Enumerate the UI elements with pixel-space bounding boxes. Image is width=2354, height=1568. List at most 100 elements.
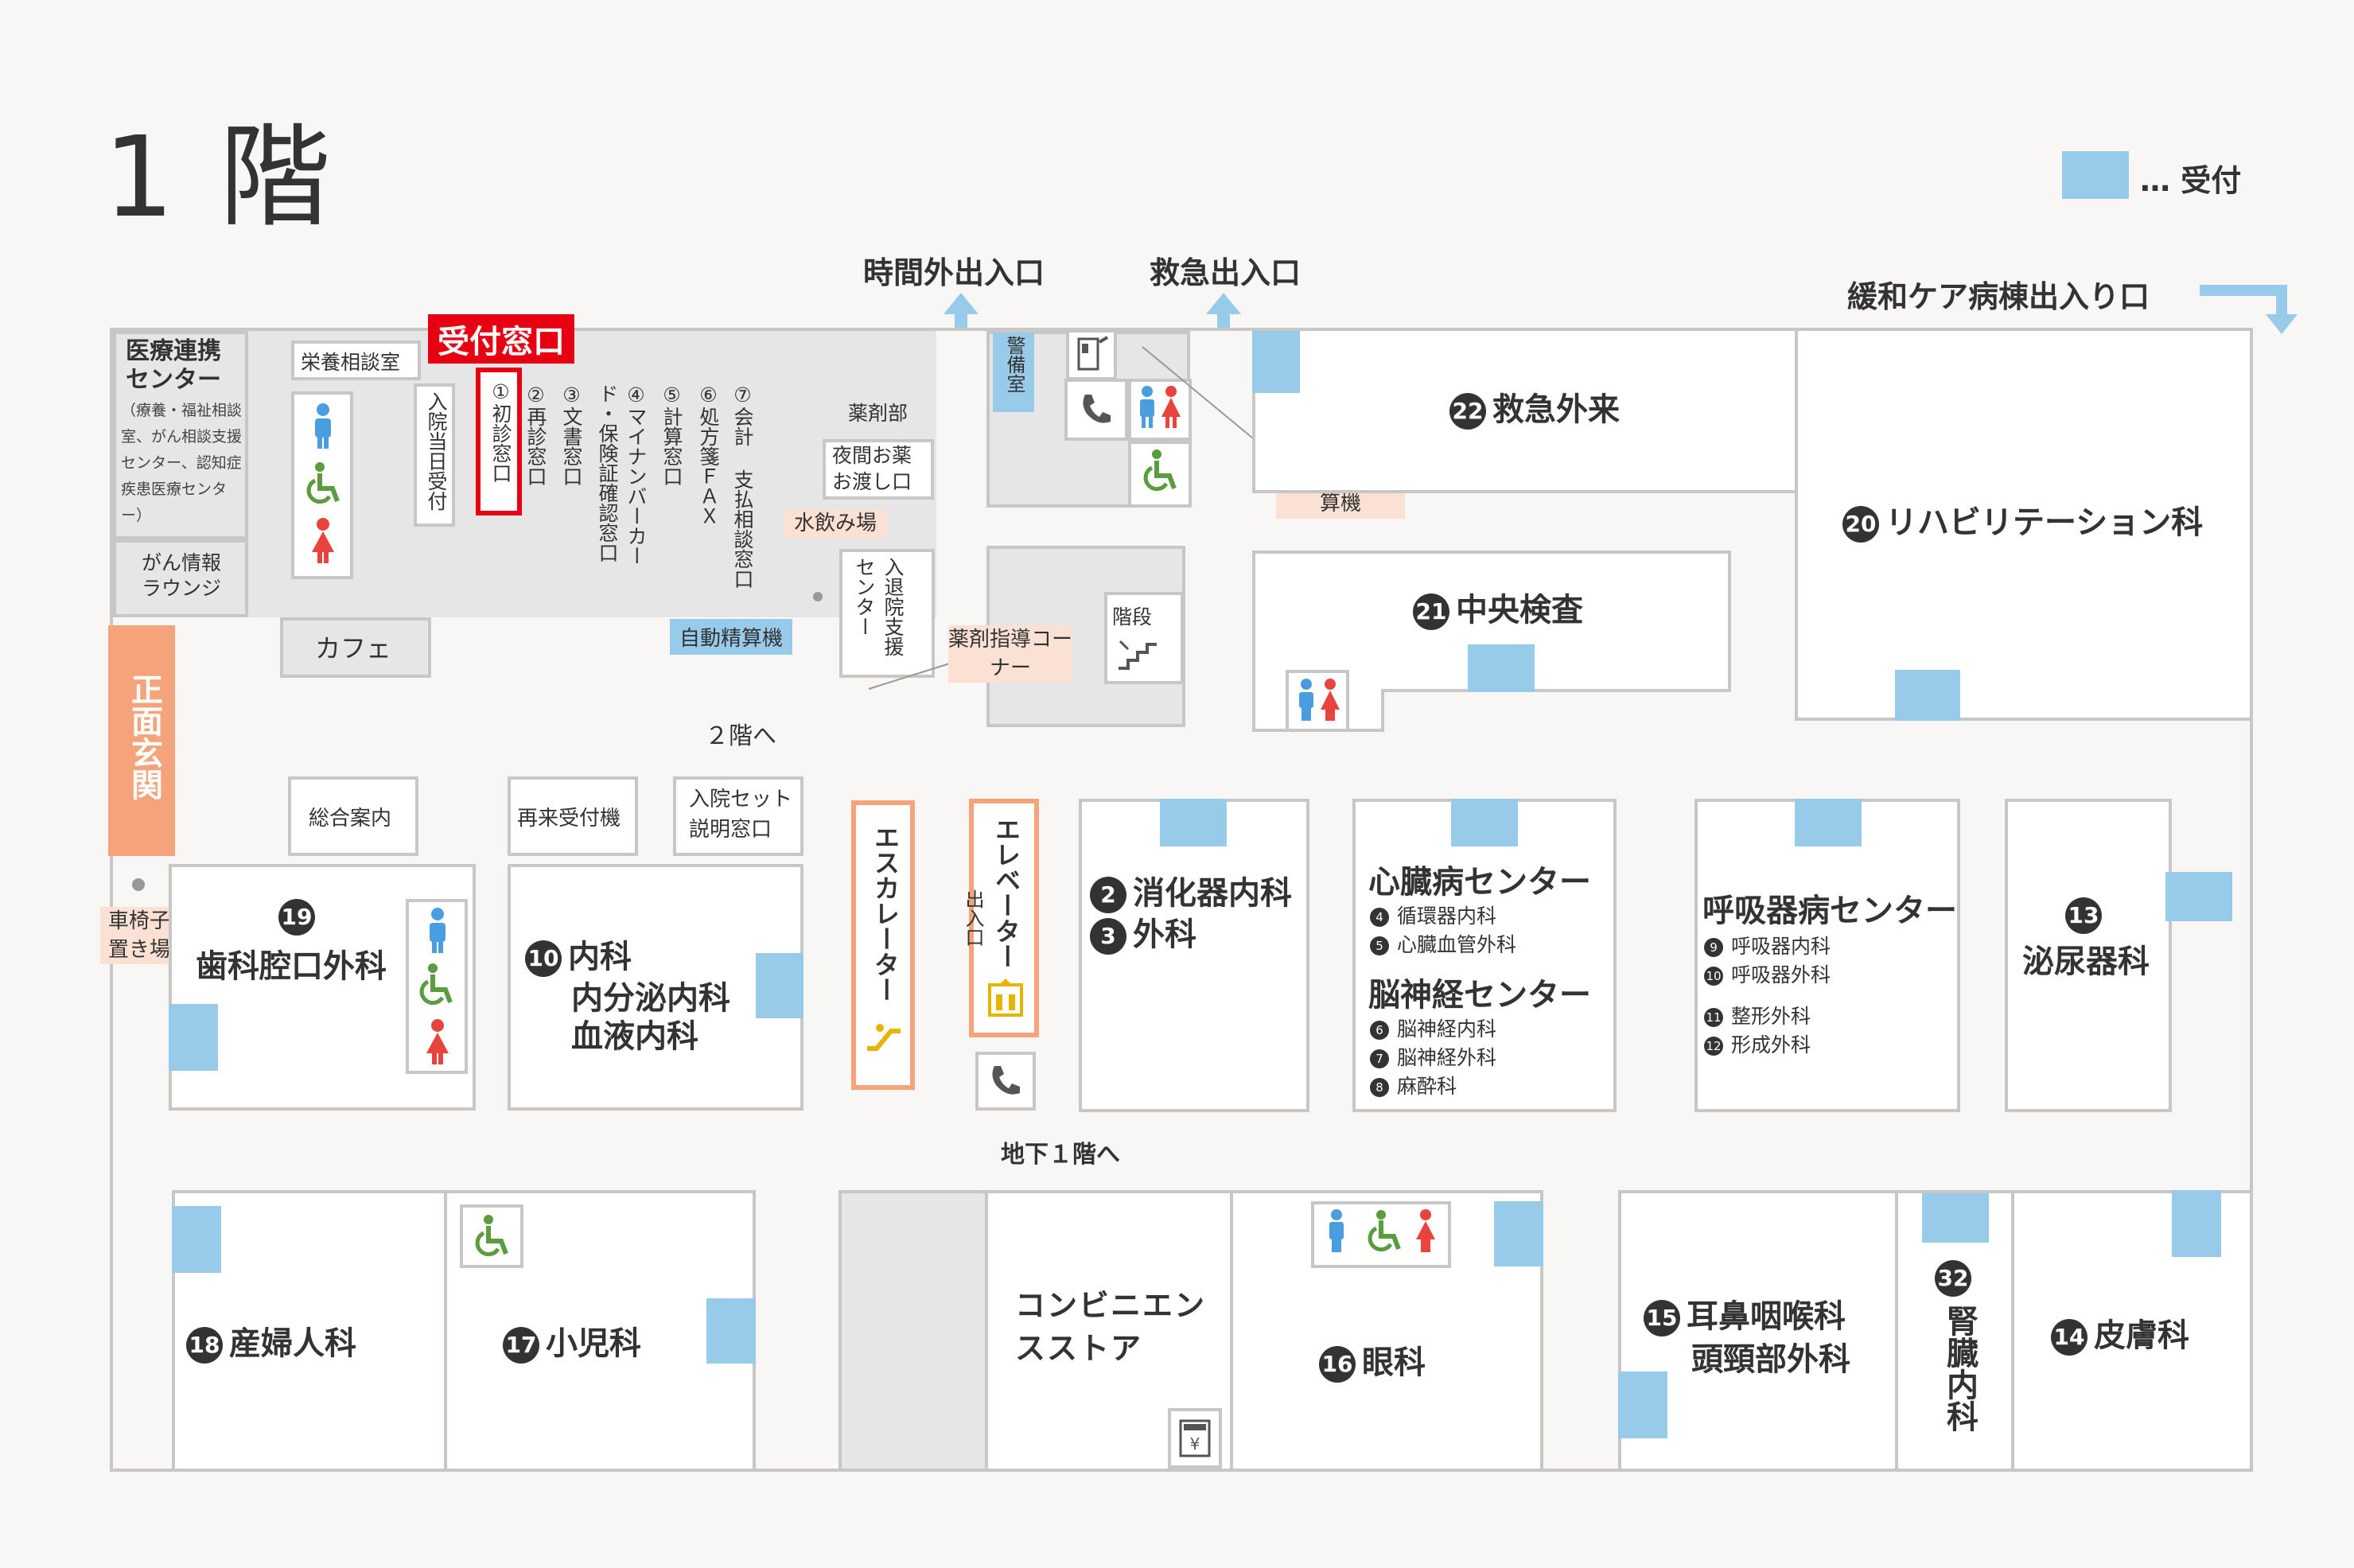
- nyuin-set[interactable]: [673, 776, 803, 856]
- reception-d22[interactable]: [1252, 331, 1300, 393]
- toilet-box-top[interactable]: [1128, 379, 1192, 441]
- elevator-label: エレベーター: [991, 816, 1021, 969]
- toilet-male-icon: [430, 908, 446, 953]
- reception-d19[interactable]: [169, 1004, 218, 1071]
- convenience-store[interactable]: [985, 1190, 1233, 1472]
- window-mynumber-label[interactable]: ④マイナンバーカード・保険証確認窓口: [596, 383, 648, 566]
- reception-window-title: 受付窓口: [428, 314, 574, 364]
- respiratory-room[interactable]: [1694, 799, 1960, 1112]
- wheelchair-icon: [306, 462, 340, 504]
- window-fax-label[interactable]: ⑥処方箋ＦＡＸ: [697, 383, 720, 526]
- d32-num: 32: [1935, 1260, 1978, 1297]
- window-shoshin[interactable]: [476, 368, 522, 516]
- cafe[interactable]: [280, 617, 431, 678]
- phone-box-top[interactable]: [1064, 379, 1128, 441]
- heart-brain-room[interactable]: [1352, 799, 1617, 1112]
- iryo-renkei-center[interactable]: [113, 331, 248, 539]
- toilet-trio-icon: [1329, 1209, 1435, 1252]
- phone-icon: [992, 1066, 1020, 1095]
- emergency-entrance-label: 救急出入口: [1150, 255, 1302, 290]
- stairs-label: 階段: [1112, 605, 1153, 628]
- window-keisan-label[interactable]: ⑤計算窓口: [660, 383, 683, 486]
- sogo-annai[interactable]: [288, 776, 418, 856]
- urology-room[interactable]: [2005, 799, 2172, 1112]
- sairai-machine[interactable]: [508, 776, 638, 856]
- eiyo-room[interactable]: [291, 340, 421, 380]
- window-nyuin-toujitsu[interactable]: [414, 383, 455, 527]
- reception-d2[interactable]: [1160, 799, 1227, 846]
- nyutaiin-center[interactable]: [839, 549, 935, 678]
- window-kaikei-label[interactable]: ⑦会計 支払相談窓口: [731, 383, 754, 589]
- yakan-okusuri-label: 夜間お薬お渡し口: [832, 444, 912, 493]
- iryo-renkei-title: 医療連携センター: [126, 337, 221, 394]
- toilet-box-lab[interactable]: [1286, 670, 1349, 732]
- wheelchair-icon: [419, 963, 453, 1006]
- floor-title: 1 階: [103, 113, 336, 243]
- toilet-male-icon: [1140, 386, 1154, 428]
- reception-d21[interactable]: [1468, 644, 1535, 692]
- elevator-exit-label: 出入口: [962, 889, 984, 947]
- yakuzai-shido-label[interactable]: 薬剤指導コーナー: [948, 625, 1072, 683]
- afterhours-entrance-label: 時間外出入口: [863, 255, 1045, 290]
- reception-d10[interactable]: [756, 953, 803, 1018]
- escalator-label: エスカレーター: [870, 824, 901, 1002]
- toilet-male-icon: [315, 403, 331, 449]
- d15-line2: 頭頸部外科: [1691, 1341, 1850, 1378]
- reception-d17[interactable]: [706, 1298, 756, 1364]
- elevator[interactable]: [969, 799, 1039, 1037]
- main-entrance[interactable]: [108, 625, 175, 856]
- legend-label: … 受付: [2140, 163, 2242, 198]
- reception-d16[interactable]: [1494, 1201, 1543, 1266]
- gi-room[interactable]: [1079, 799, 1309, 1112]
- reception-resp[interactable]: [1795, 799, 1862, 846]
- stairs[interactable]: [1104, 592, 1184, 684]
- cafe-label: カフェ: [315, 633, 392, 663]
- reception-d18[interactable]: [172, 1206, 221, 1273]
- jido-seisan-label[interactable]: 自動精算機: [670, 619, 793, 655]
- heart-title: 心臓病センター: [1368, 864, 1591, 901]
- reception-d13[interactable]: [2165, 872, 2232, 921]
- phone-icon: [1083, 395, 1111, 423]
- legend-swatch: [2062, 151, 2129, 199]
- internal-medicine-room[interactable]: [508, 864, 803, 1111]
- accessible-toilet-ped[interactable]: [460, 1204, 523, 1268]
- yakan-okusuri[interactable]: [823, 439, 934, 500]
- escalator-icon: [867, 1024, 901, 1051]
- atm-box[interactable]: [1168, 1408, 1222, 1469]
- keibi-room[interactable]: [993, 333, 1034, 412]
- d10-line2: 内分泌内科: [571, 980, 730, 1017]
- emergency-room[interactable]: [1252, 328, 1798, 493]
- phone-box-elevator[interactable]: [975, 1052, 1036, 1111]
- admin-area: [113, 331, 936, 617]
- toilet-female-icon: [426, 1019, 449, 1064]
- reception-heart[interactable]: [1451, 799, 1518, 846]
- kurumaisu-label[interactable]: 車椅子置き場: [100, 907, 178, 964]
- nyuin-set-label: 入院セット説明窓口: [689, 788, 793, 842]
- window-bunsho-label[interactable]: ③文書窓口: [560, 383, 583, 486]
- convenience-label: コンビニエンスストア: [1015, 1288, 1207, 1366]
- reception-d20[interactable]: [1895, 670, 1960, 721]
- reception-d14[interactable]: [2172, 1190, 2221, 1257]
- main-entrance-label: 正面玄関: [126, 673, 162, 800]
- to-b1-label: 地下１階へ: [1001, 1141, 1120, 1169]
- reception-d32[interactable]: [1922, 1193, 1989, 1243]
- reception-d15[interactable]: [1618, 1372, 1667, 1438]
- gan-lounge[interactable]: [113, 539, 248, 617]
- wheelchair-icon: [475, 1215, 508, 1257]
- window-saishin-label[interactable]: ②再診窓口: [524, 383, 547, 486]
- window-nyuin-label: 入院当日受付: [425, 391, 448, 511]
